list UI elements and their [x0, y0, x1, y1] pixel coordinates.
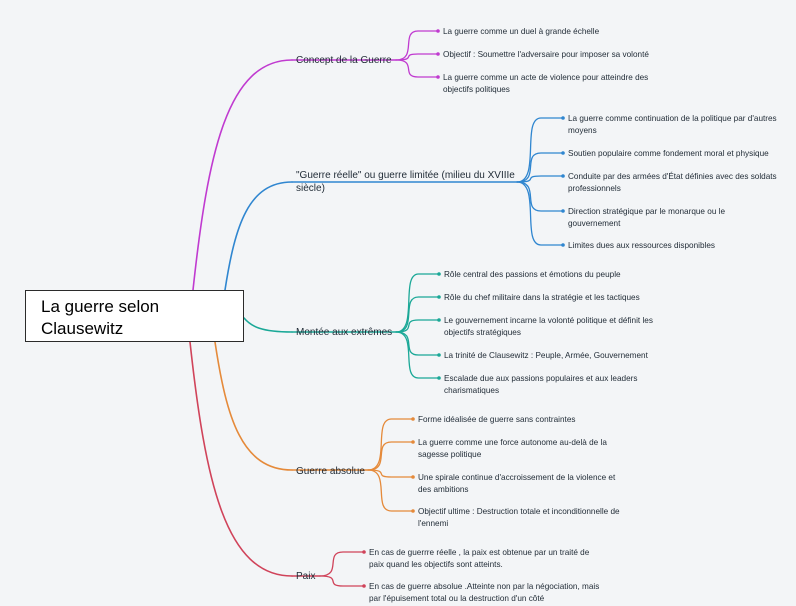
leaf-montee-3[interactable]: Le gouvernement incarne la volonté polit…	[444, 316, 653, 337]
leaf-montee-5[interactable]: Escalade due aux passions populaires et …	[444, 374, 638, 395]
leaf-connector-2-0	[395, 273, 440, 333]
leaf-connector-3-1	[367, 441, 414, 471]
leaf-connector-1-0	[516, 117, 564, 183]
branch-paix[interactable]: Paix	[296, 571, 316, 582]
root-title-line-2: Clausewitz	[41, 319, 124, 338]
leaf-concept-1[interactable]: La guerre comme un duel à grande échelle	[443, 27, 600, 36]
leaf-dot-2-2	[437, 318, 441, 322]
branch-connector-4	[189, 341, 293, 577]
leaf-montee-1[interactable]: Rôle central des passions et émotions du…	[444, 270, 621, 279]
leaf-dot-2-4	[437, 376, 441, 380]
leaf-connector-2-1	[395, 296, 440, 333]
leaf-reelle-5[interactable]: Limites dues aux ressources disponibles	[568, 241, 715, 250]
leaf-dot-4-1	[362, 584, 366, 588]
branch-connector-3	[214, 341, 293, 471]
leaf-dot-2-3	[437, 353, 441, 357]
leaf-connector-2-3	[395, 331, 440, 356]
leaf-connector-4-0	[319, 551, 365, 577]
leaf-absolue-2[interactable]: La guerre comme une force autonome au-de…	[418, 438, 607, 459]
leaf-dot-2-1	[437, 295, 441, 299]
leaf-concept-3[interactable]: La guerre comme un acte de violence pour…	[443, 73, 649, 94]
leaf-dot-1-1	[561, 151, 565, 155]
leaf-dot-1-2	[561, 174, 565, 178]
leaf-connector-0-1	[395, 53, 439, 61]
leaf-montee-2[interactable]: Rôle du chef militaire dans la stratégie…	[444, 293, 640, 302]
leaf-dot-1-3	[561, 209, 565, 213]
leaf-reelle-4[interactable]: Direction stratégique par le monarque ou…	[568, 207, 726, 228]
leaf-montee-4[interactable]: La trinité de Clausewitz : Peuple, Armée…	[444, 351, 648, 360]
leaf-dot-1-4	[561, 243, 565, 247]
leaf-absolue-4[interactable]: Objectif ultime : Destruction totale et …	[418, 507, 620, 528]
leaf-connector-3-0	[367, 418, 414, 471]
leaf-dot-2-0	[437, 272, 441, 276]
branch-guerre-reelle[interactable]: "Guerre réelle" ou guerre limitée (milie…	[296, 170, 515, 194]
leaf-reelle-1[interactable]: La guerre comme continuation de la polit…	[568, 114, 777, 135]
leaf-dot-0-0	[436, 29, 440, 33]
leaf-dot-3-3	[411, 509, 415, 513]
root-node[interactable]: La guerre selon Clausewitz	[25, 290, 244, 342]
leaf-dot-3-1	[411, 440, 415, 444]
leaf-connector-1-4	[516, 181, 564, 246]
leaf-connector-0-2	[395, 59, 439, 78]
leaf-dot-3-2	[411, 475, 415, 479]
leaf-connector-3-3	[367, 469, 414, 512]
leaf-absolue-1[interactable]: Forme idéalisée de guerre sans contraint…	[418, 415, 576, 424]
leaf-dot-0-2	[436, 75, 440, 79]
leaf-connector-1-3	[516, 181, 564, 212]
branch-guerre-absolue[interactable]: Guerre absolue	[296, 466, 365, 477]
branch-connector-0	[192, 59, 293, 291]
leaf-paix-1[interactable]: En cas de guerrre réelle , la paix est o…	[369, 548, 590, 569]
leaf-connector-0-0	[395, 30, 439, 61]
leaf-dot-4-0	[362, 550, 366, 554]
branch-connector-1	[224, 181, 293, 291]
root-title-line-1: La guerre selon	[41, 297, 160, 316]
leaf-connector-3-2	[367, 469, 414, 478]
leaf-reelle-3[interactable]: Conduite par des armées d'État définies …	[568, 172, 777, 193]
leaf-dot-1-0	[561, 116, 565, 120]
branch-concept-de-la-guerre[interactable]: Concept de la Guerre	[296, 55, 392, 66]
leaf-connector-1-2	[516, 175, 564, 183]
leaf-reelle-2[interactable]: Soutien populaire comme fondement moral …	[568, 149, 769, 158]
leaf-dot-3-0	[411, 417, 415, 421]
leaf-connector-4-1	[319, 575, 365, 587]
leaf-dot-0-1	[436, 52, 440, 56]
leaf-connector-1-1	[516, 152, 564, 183]
leaf-concept-2[interactable]: Objectif : Soumettre l'adversaire pour i…	[443, 50, 649, 59]
branch-montee-aux-extremes[interactable]: Montée aux extrêmes	[296, 327, 393, 338]
leaf-connector-2-4	[395, 331, 440, 379]
branch-connector-2	[243, 317, 293, 333]
leaf-connector-2-2	[395, 319, 440, 333]
leaf-paix-2[interactable]: En cas de guerre absolue .Atteinte non p…	[369, 582, 600, 603]
leaf-absolue-3[interactable]: Une spirale continue d'accroissement de …	[418, 473, 616, 494]
